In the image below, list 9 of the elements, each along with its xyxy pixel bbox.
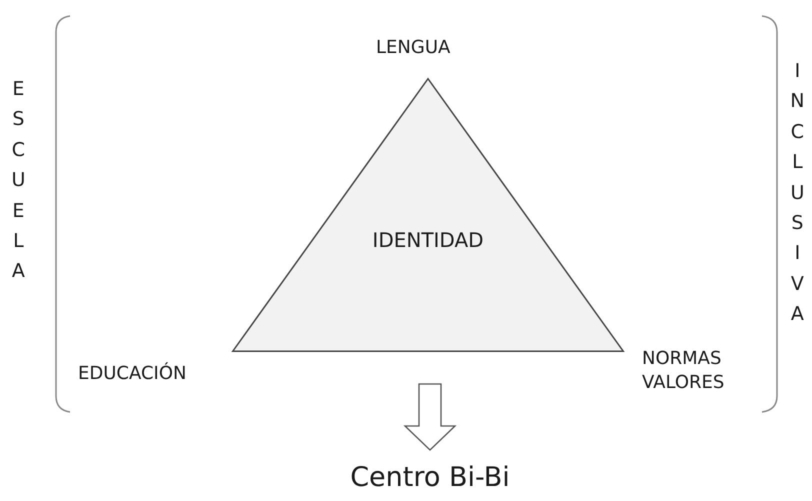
triangle-shape	[232, 78, 624, 352]
corner-label: EDUCACIÓN	[78, 362, 186, 386]
vertical-label: INCLUSIVA	[790, 59, 805, 328]
block-arrow	[403, 383, 457, 451]
vertical-label: ESCUELA	[11, 77, 26, 284]
corner-label: LENGUA	[376, 36, 450, 60]
shape-label: IDENTIDAD	[372, 228, 484, 252]
corner-label: NORMAS VALORES	[642, 347, 726, 396]
caption-text: Centro Bi-Bi	[350, 462, 510, 492]
